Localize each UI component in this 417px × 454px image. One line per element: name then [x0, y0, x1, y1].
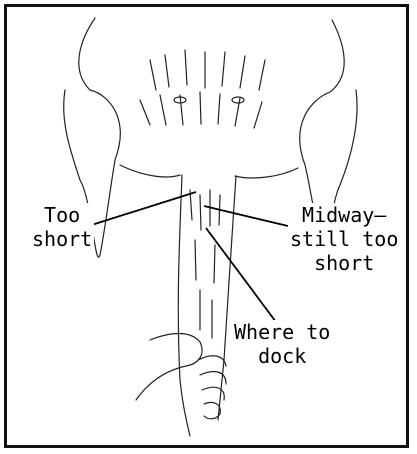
- leader-too-short: [82, 192, 196, 228]
- label-midway-still-too-short: Midway— still too short: [288, 203, 400, 275]
- hip-right: [235, 168, 298, 178]
- leader-where-to-dock: [206, 228, 276, 322]
- label-where-to-dock: Where to dock: [232, 320, 332, 368]
- tail-left-edge: [178, 175, 190, 436]
- leader-midway: [204, 206, 288, 226]
- hip-left: [120, 165, 180, 177]
- hand-outline: [136, 334, 226, 419]
- label-too-short: Too short: [30, 203, 94, 251]
